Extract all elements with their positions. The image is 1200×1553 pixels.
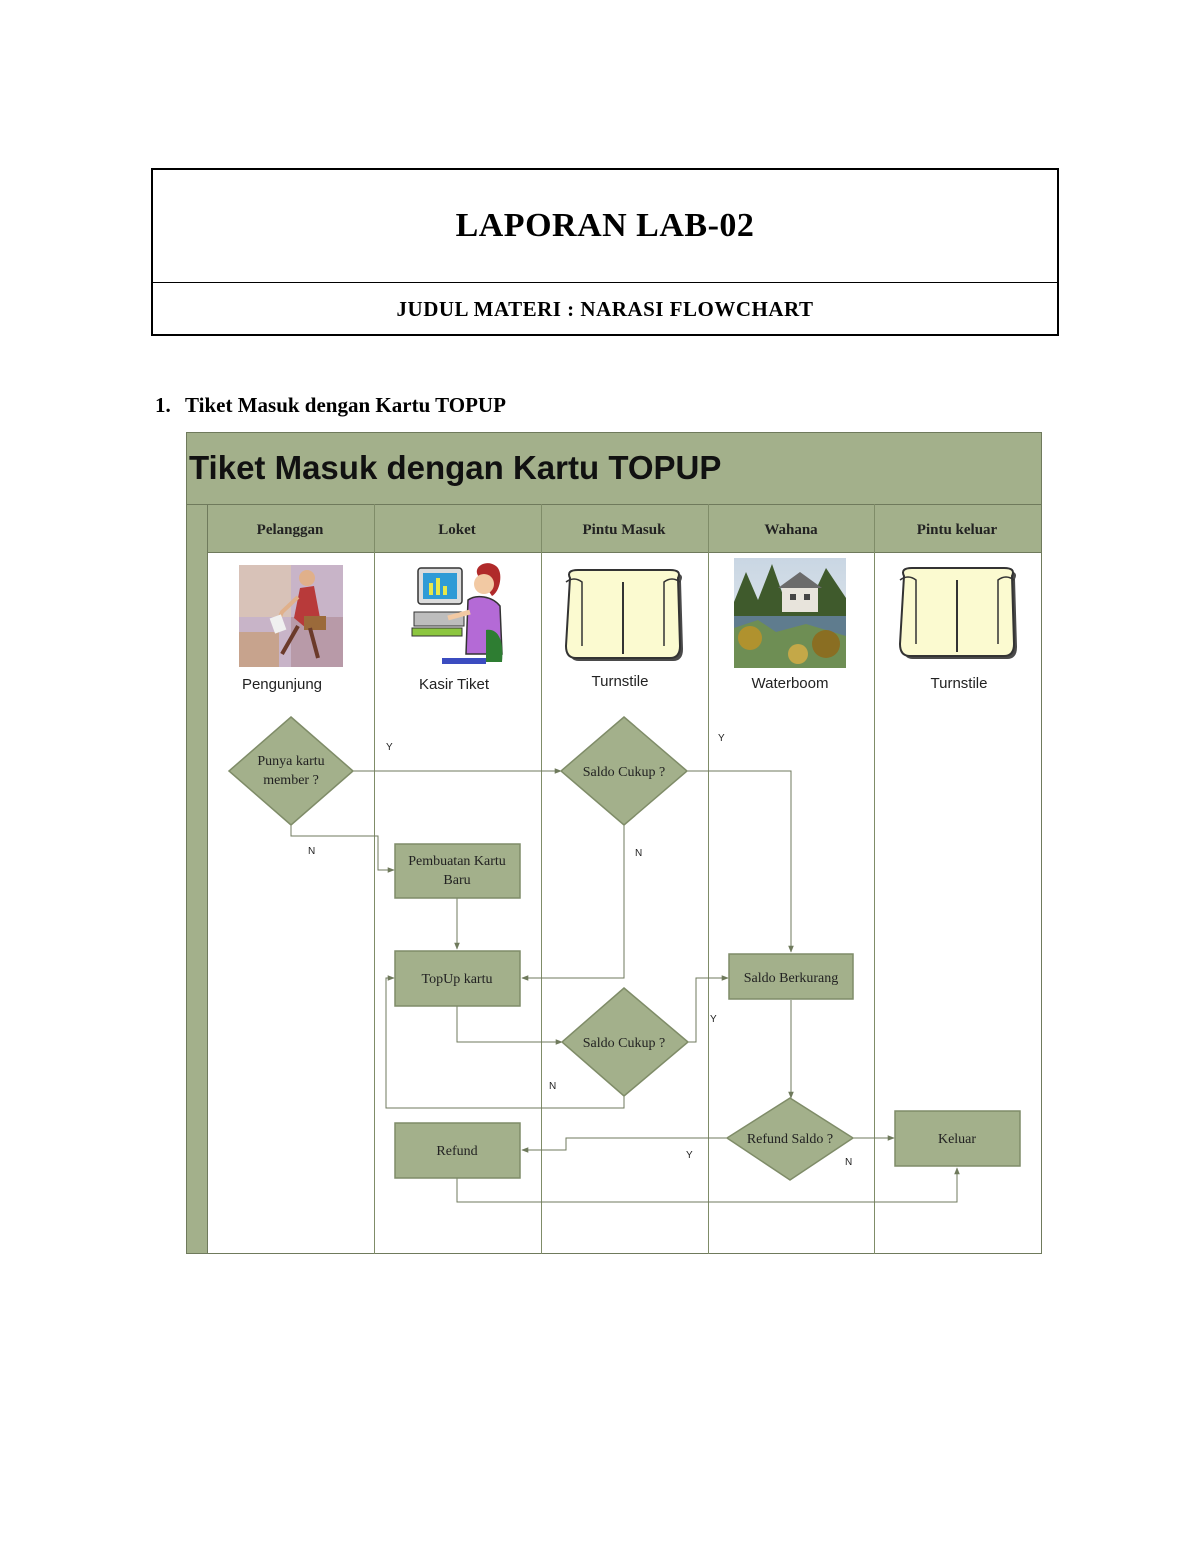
decision-refund-saldo: Refund Saldo ? (725, 1097, 855, 1181)
decision-punya-kartu-line2: member ? (263, 773, 319, 788)
process-refund-label: Refund (436, 1144, 477, 1159)
turnstile-exit-icon (898, 567, 1017, 659)
process-pembuatan-kartu-line2: Baru (443, 873, 470, 888)
edge-label-yes-3: Y (710, 1014, 717, 1025)
process-topup-kartu: TopUp kartu (394, 950, 521, 1007)
edge-label-yes-2: Y (718, 733, 725, 744)
process-saldo-berkurang: Saldo Berkurang (728, 953, 854, 1000)
caption-turnstile-keluar: Turnstile (931, 675, 988, 692)
turnstile-icon (564, 569, 683, 661)
lane-label-pintu-masuk: Pintu Masuk (583, 522, 667, 538)
header-divider (153, 282, 1057, 283)
lane-label-pintu-keluar: Pintu keluar (917, 522, 998, 538)
decision-saldo-cukup-1: Saldo Cukup ? (559, 716, 689, 826)
title-band (186, 432, 1042, 505)
edge-label-no-3: N (549, 1081, 556, 1092)
decision-saldo-cukup-1-label: Saldo Cukup ? (583, 765, 665, 780)
process-pembuatan-kartu: Pembuatan Kartu Baru (394, 843, 521, 899)
lane-dividers (374, 504, 875, 1254)
process-pembuatan-kartu-line1: Pembuatan Kartu (408, 854, 506, 869)
process-refund: Refund (394, 1122, 521, 1179)
decision-saldo-cukup-2: Saldo Cukup ? (560, 987, 690, 1097)
report-header: LAPORAN LAB-02 JUDUL MATERI : NARASI FLO… (151, 168, 1059, 336)
process-keluar: Keluar (894, 1110, 1021, 1167)
process-keluar-label: Keluar (938, 1132, 976, 1147)
caption-pengunjung: Pengunjung (242, 676, 322, 693)
caption-kasir-tiket: Kasir Tiket (419, 676, 490, 693)
lane-label-wahana: Wahana (764, 522, 818, 538)
section-heading: 1. Tiket Masuk dengan Kartu TOPUP (155, 393, 506, 418)
connectors (290, 768, 960, 1203)
flowchart: Tiket Masuk dengan Kartu TOPUP Pelanggan… (186, 432, 1042, 1254)
flowchart-svg: Tiket Masuk dengan Kartu TOPUP Pelanggan… (186, 432, 1042, 1254)
lane-label-loket: Loket (438, 522, 476, 538)
decision-saldo-cukup-2-label: Saldo Cukup ? (583, 1036, 665, 1051)
lane-label-pelanggan: Pelanggan (257, 522, 324, 538)
edge-label-no-4: N (845, 1157, 852, 1168)
decision-punya-kartu-line1: Punya kartu (257, 754, 324, 769)
edge-label-no-2: N (635, 848, 642, 859)
caption-waterboom: Waterboom (752, 675, 829, 692)
walking-woman-icon (239, 565, 343, 667)
edge-label-yes-1: Y (386, 742, 393, 753)
left-band (186, 504, 208, 1254)
edge-label-no-1: N (308, 846, 315, 857)
lane-header-band (207, 504, 1042, 553)
section-number: 1. (155, 393, 171, 417)
decision-punya-kartu: Punya kartu member ? (227, 716, 355, 826)
edge-label-yes-4: Y (686, 1150, 693, 1161)
section-heading-text: Tiket Masuk dengan Kartu TOPUP (185, 393, 506, 417)
caption-turnstile-masuk: Turnstile (592, 673, 649, 690)
report-title: LAPORAN LAB-02 (455, 207, 755, 244)
flowchart-title: Tiket Masuk dengan Kartu TOPUP (189, 449, 721, 486)
waterboom-photo (734, 558, 846, 668)
process-saldo-berkurang-label: Saldo Berkurang (744, 971, 838, 986)
cashier-computer-icon (411, 563, 503, 664)
process-topup-kartu-label: TopUp kartu (422, 972, 493, 987)
decision-refund-saldo-label: Refund Saldo ? (747, 1132, 833, 1147)
report-subtitle: JUDUL MATERI : NARASI FLOWCHART (396, 296, 814, 321)
